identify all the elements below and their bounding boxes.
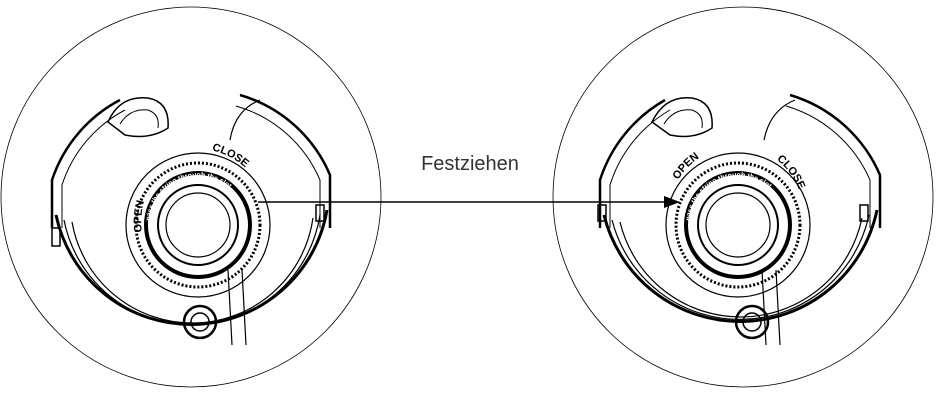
right-housing-upper-right-inner <box>785 105 871 228</box>
right-outer-circle <box>552 6 934 388</box>
right-knob-ring-inner <box>697 184 779 266</box>
left-knob-ridged <box>134 161 262 289</box>
right-ring-text: pass the string through the slot <box>685 172 773 221</box>
right-close-label: CLOSE <box>775 153 808 191</box>
left-housing-upper <box>50 98 121 228</box>
left-knob-ring-inner <box>157 184 239 266</box>
left-strap <box>227 269 247 346</box>
right-clip-left <box>597 204 607 222</box>
left-screw-inner <box>190 312 210 332</box>
left-housing-rim-inner <box>63 214 321 326</box>
left-knob-center <box>165 192 231 258</box>
left-ring-text: pass the string through the slot <box>145 172 233 221</box>
left-clip-right <box>315 204 325 222</box>
right-housing-upper-right <box>789 93 882 228</box>
left-housing-upper-right-inner <box>235 105 321 228</box>
right-knob-center <box>705 192 771 258</box>
right-screw-outer <box>734 304 770 340</box>
right-housing-rim-inner-2 <box>619 217 863 318</box>
left-gear-fragment <box>107 96 169 138</box>
right-gear-fragment-inner <box>663 109 703 129</box>
left-housing-upper-inner <box>61 109 126 228</box>
left-clip-left <box>51 227 61 247</box>
right-housing-upper <box>598 98 666 228</box>
left-knob-ring <box>144 171 252 279</box>
right-knob-ring <box>684 171 792 279</box>
right-strap-top <box>763 99 796 141</box>
right-gear-fragment <box>651 96 713 138</box>
left-strap-top <box>229 99 261 141</box>
left-gear-fragment-inner <box>119 109 159 129</box>
right-housing-rim-inner <box>611 214 870 320</box>
left-assembly-view <box>0 6 382 388</box>
left-knob-outer <box>125 152 271 298</box>
arrow-label: Festziehen <box>421 153 519 175</box>
left-housing-upper-right <box>239 93 332 228</box>
right-assembly-view <box>552 6 934 388</box>
right-housing-upper-inner <box>609 109 671 228</box>
right-clip-right <box>859 204 869 222</box>
left-housing-rim-inner-2 <box>71 217 314 324</box>
left-outer-circle <box>0 6 382 388</box>
left-screw-outer <box>182 304 218 340</box>
right-screw-inner <box>742 312 762 332</box>
arrow-head <box>664 196 680 208</box>
tighten-arrow <box>258 196 680 208</box>
right-knob-outer <box>665 152 811 298</box>
right-knob-ridged <box>674 161 802 289</box>
